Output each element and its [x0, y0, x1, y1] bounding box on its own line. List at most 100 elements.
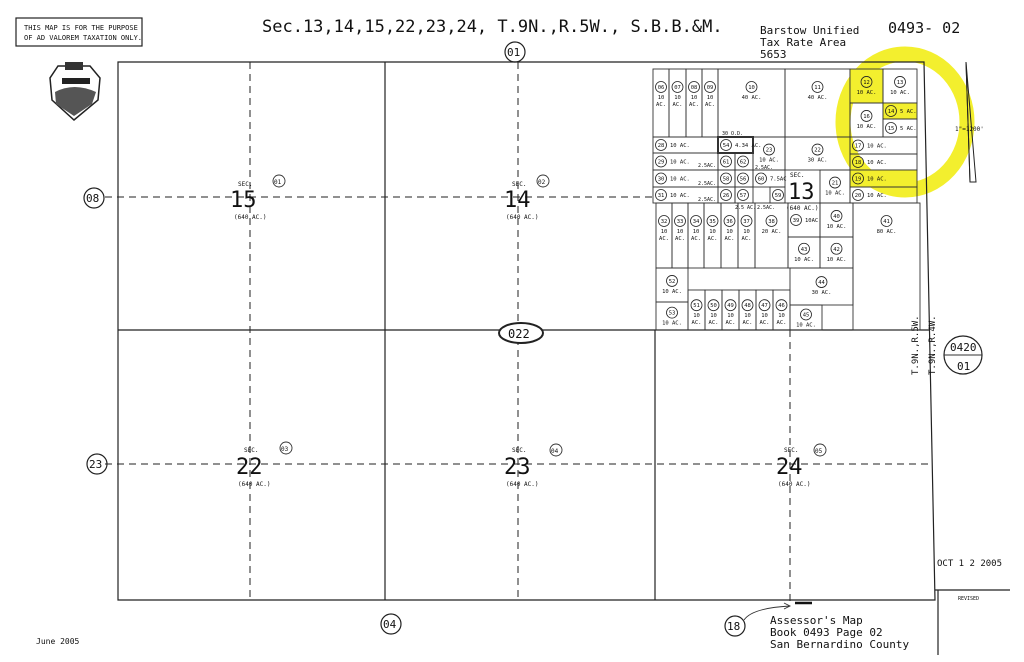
parcel-area: 10: [761, 313, 768, 319]
adjacent-ref-top[interactable]: 01: [504, 41, 526, 63]
parcel-area: 20 AC.: [762, 229, 782, 235]
parcel-boundary: [819, 202, 854, 238]
adjacent-ref-bottom-right[interactable]: 18: [724, 602, 792, 637]
adjacent-ref-center[interactable]: 022: [498, 322, 544, 344]
adjacent-ref-bottom[interactable]: 04: [380, 613, 402, 635]
parcel-area: 10: [709, 229, 716, 235]
parcel-area: 10: [743, 229, 750, 235]
parcel-area: 10 AC.: [670, 160, 690, 166]
parcel-area: 10AC.: [805, 218, 822, 224]
section-22: SEC. 22 (640 AC.) 03: [236, 441, 293, 488]
parcel-area: 10 AC.: [867, 144, 887, 150]
parcel-number: 43: [801, 247, 808, 253]
svg-text:01: 01: [274, 179, 282, 186]
parcel-number-circle: [885, 122, 897, 134]
parcel-area: 10 AC.: [759, 158, 779, 164]
parcel-number: 61: [723, 160, 730, 166]
parcel-area: 10: [710, 313, 717, 319]
parcel-number: 11: [814, 85, 821, 91]
parcel-boundary: [789, 267, 854, 306]
parcel-area: AC.: [708, 236, 718, 242]
parcel-area: 10 AC.: [867, 160, 887, 166]
parcel-number-circle: [737, 155, 749, 168]
parcel-number: 48: [744, 303, 751, 309]
section-13: SEC. 13 (640 AC.): [786, 172, 819, 212]
parcel-area: 2.5AC.: [698, 181, 716, 187]
parcel-area: 10: [693, 229, 700, 235]
parcel-number: 44: [818, 280, 825, 286]
adjacent-ref-left-upper[interactable]: 08: [83, 187, 105, 209]
parcel-58[interactable]: 582.5AC.: [698, 169, 736, 188]
disclaimer-box: THIS MAP IS FOR THE PURPOSE OF AD VALORE…: [15, 17, 143, 47]
parcel-number: 50: [710, 303, 717, 309]
parcel-number: 41: [883, 219, 890, 225]
parcel-number-circle: [666, 306, 678, 319]
svg-text:(640 AC.): (640 AC.): [234, 214, 267, 221]
parcel-area: 2.5 AC.: [735, 205, 756, 211]
parcel-number: 49: [727, 303, 734, 309]
parcel-number-circle: [852, 189, 864, 201]
svg-text:13: 13: [788, 180, 815, 205]
parcel-area: 10: [674, 95, 681, 101]
parcel-number-circle: [790, 214, 802, 226]
adjacent-ref-left-lower[interactable]: 23: [86, 453, 108, 475]
svg-text:23: 23: [89, 458, 102, 471]
parcel-number: 51: [693, 303, 700, 309]
section-23: SEC. 23 (640 AC.) 04: [504, 443, 563, 488]
parcel-number: 37: [743, 219, 750, 225]
parcel-boundary: [754, 202, 789, 269]
parcel-number: 57: [740, 193, 747, 199]
assessor-map-county: San Bernardino County: [770, 638, 909, 651]
parcel-26[interactable]: 262.5AC.: [698, 186, 736, 204]
parcel-56[interactable]: 56: [734, 169, 754, 188]
parcel-area: 10 AC.: [796, 323, 816, 329]
parcel-number-circle: [885, 105, 897, 117]
parcel-61[interactable]: 612.5AC.: [698, 152, 736, 171]
parcel-area: AC.: [675, 236, 685, 242]
parcel-area: 10 AC.: [794, 257, 814, 263]
parcel-number-circle: [704, 81, 716, 93]
parcel-area: 10: [726, 229, 733, 235]
parcel-43[interactable]: 43 10 AC.: [787, 236, 821, 269]
assessor-map-title: Assessor's Map: [770, 614, 863, 627]
parcel-59[interactable]: 592.5AC.: [757, 186, 786, 211]
